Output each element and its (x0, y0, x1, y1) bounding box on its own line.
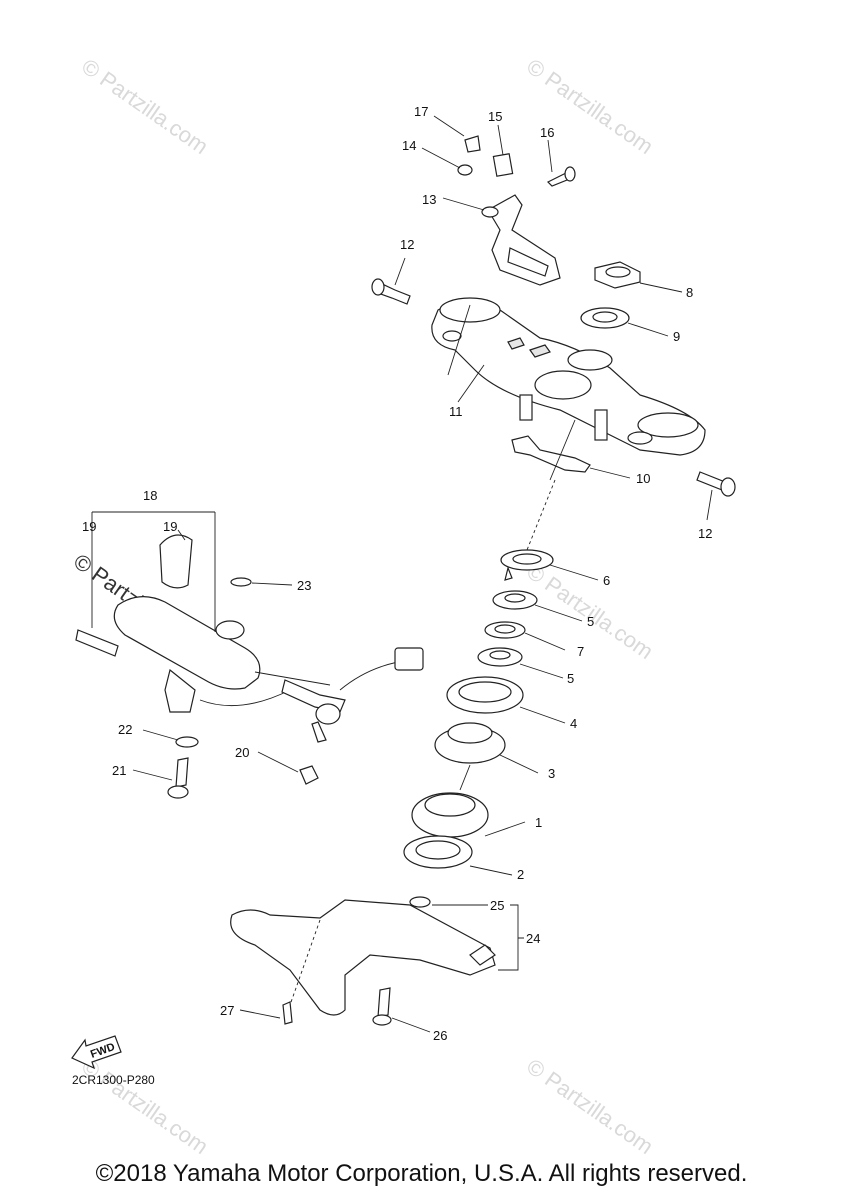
callout-14: 14 (402, 138, 416, 153)
under-cover (230, 896, 496, 1026)
watermark: © Partzilla.com (77, 54, 213, 160)
callout-26: 26 (433, 1028, 447, 1043)
callout-3: 3 (548, 766, 555, 781)
leader-lines (91, 115, 713, 1033)
callout-25: 25 (490, 898, 504, 913)
bracket-assembly (457, 135, 576, 286)
callout-27: 27 (220, 1003, 234, 1018)
callout-24: 24 (526, 931, 540, 946)
callout-7: 7 (577, 644, 584, 659)
watermark: © Partzilla.com (522, 54, 658, 160)
callout-19b: 19 (163, 519, 177, 534)
callout-11: 11 (449, 404, 463, 419)
bolts (371, 278, 736, 497)
fwd-arrow: FWD (71, 1035, 122, 1070)
plate (511, 435, 591, 473)
callout-4: 4 (570, 716, 577, 731)
watermark: © Partzilla.com (522, 1054, 658, 1160)
steering-nut-washer (580, 261, 641, 329)
callout-2: 2 (517, 867, 524, 882)
callout-12b: 12 (698, 526, 712, 541)
callout-18: 18 (143, 488, 157, 503)
callout-13: 13 (422, 192, 436, 207)
callout-10: 10 (636, 471, 650, 486)
callout-17: 17 (414, 104, 428, 119)
callout-20: 20 (235, 745, 249, 760)
callout-23: 23 (297, 578, 311, 593)
diagram-code: 2CR1300-P280 (72, 1073, 155, 1087)
callout-22: 22 (118, 722, 132, 737)
bearing-stack (403, 549, 554, 869)
copyright-notice: ©2018 Yamaha Motor Corporation, U.S.A. A… (95, 1160, 748, 1187)
upper-bracket (431, 297, 706, 456)
callout-16: 16 (540, 125, 554, 140)
callout-5b: 5 (587, 614, 594, 629)
steering-damper (75, 534, 424, 799)
callout-9: 9 (673, 329, 680, 344)
watermark: © Partzilla.com (77, 1054, 213, 1160)
callout-15: 15 (488, 109, 502, 124)
callout-5a: 5 (567, 671, 574, 686)
watermark: © Partzilla.com (522, 559, 658, 665)
callout-12a: 12 (400, 237, 414, 252)
callout-21: 21 (112, 763, 126, 778)
callouts: 1 2 3 4 5 5 6 7 8 9 10 11 12 12 13 14 15… (82, 104, 712, 1043)
callout-19a: 19 (82, 519, 96, 534)
callout-6: 6 (603, 573, 610, 588)
callout-1: 1 (535, 815, 542, 830)
callout-8: 8 (686, 285, 693, 300)
